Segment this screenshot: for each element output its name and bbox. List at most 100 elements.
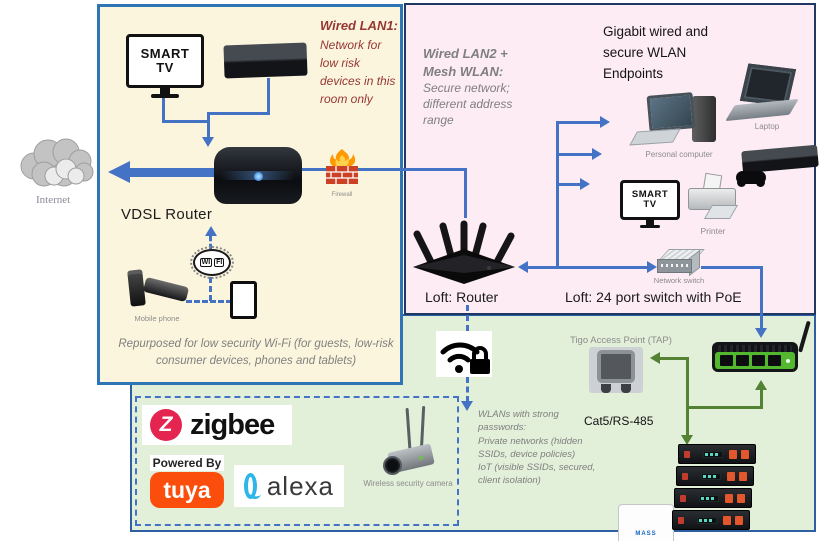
- internet-label: Internet: [36, 194, 71, 206]
- wlan-note: WLANs with strong passwords: Private net…: [478, 409, 596, 487]
- smart-tv-screen: SMART TV: [620, 180, 680, 220]
- wan-arrow-shaft: [128, 168, 214, 177]
- connector: [464, 168, 467, 218]
- arrow-to-loft-router: [518, 261, 528, 273]
- lan2-note: Wired LAN2 + Mesh WLAN: Secure network; …: [423, 45, 531, 129]
- lan2-note-body: Secure network; different address range: [423, 81, 513, 128]
- connector: [162, 120, 210, 123]
- dashed-connector: [209, 277, 212, 301]
- printer-label: Printer: [700, 226, 726, 236]
- security-camera-icon: [383, 405, 445, 478]
- tv-base: [151, 94, 179, 98]
- firewall-label: Firewall: [331, 192, 353, 198]
- wifi-badge-icon: WI FI: [190, 246, 234, 279]
- loft-router-label: Loft: Router: [425, 289, 499, 305]
- connector: [405, 168, 467, 171]
- smart-tv-text: SMART: [631, 189, 669, 201]
- port: [768, 355, 781, 366]
- tuya-logo: Powered By tuya: [150, 455, 224, 508]
- connector: [267, 78, 270, 114]
- smart-tv-text: TV: [156, 60, 174, 75]
- gateway-ports: [715, 352, 795, 369]
- port: [752, 355, 765, 366]
- tap-body: [597, 350, 635, 383]
- tv-base: [640, 225, 660, 228]
- switch-front: [657, 259, 692, 273]
- cat5-label: Cat5/RS-485: [584, 414, 654, 428]
- printer-icon: [688, 172, 739, 224]
- battery-unit: [674, 488, 752, 508]
- gateway-router-icon: [712, 320, 811, 382]
- antenna: [798, 320, 811, 353]
- wifi-badge-fi: FI: [214, 258, 225, 267]
- vdsl-router-label: VDSL Router: [121, 206, 213, 223]
- wifi-badge-wi: WI: [199, 258, 213, 267]
- tap-label: Tigo Access Point (TAP): [570, 335, 672, 346]
- alexa-logo: alexa: [234, 465, 344, 507]
- battery-unit: [678, 444, 756, 464]
- connector-green: [686, 357, 689, 437]
- connector: [556, 121, 602, 124]
- connector: [162, 96, 165, 122]
- alexa-wordmark: alexa: [266, 470, 334, 501]
- alexa-icon: [244, 473, 257, 499]
- camera-label: Wireless security camera: [363, 479, 453, 488]
- arrow-to-tap: [650, 352, 660, 364]
- arrow-to-switch: [647, 261, 657, 273]
- lan1-note-title: Wired LAN1:: [320, 18, 398, 33]
- connector-green: [760, 389, 763, 408]
- arrow-to-iot-wlans: [461, 401, 473, 411]
- tuya-powered-by: Powered By: [150, 455, 224, 471]
- personal-computer-label: Personal computer: [645, 150, 713, 159]
- connector: [760, 266, 763, 329]
- camera-lens: [383, 456, 402, 475]
- network-switch-label: Network switch: [653, 276, 705, 285]
- loft-router-icon: [413, 220, 515, 284]
- lan1-note-body: Network for low risk devices in this roo…: [320, 37, 396, 106]
- arrow-to-gateway: [755, 328, 767, 338]
- tuya-wordmark: tuya: [163, 476, 211, 503]
- connector: [701, 266, 763, 269]
- firewall-icon: Firewall: [322, 149, 362, 198]
- phone-flat: [142, 276, 190, 303]
- loft-switch-label: Loft: 24 port switch with PoE: [565, 289, 742, 305]
- connector: [208, 112, 270, 115]
- network-switch-icon: [657, 249, 705, 277]
- port: [720, 355, 733, 366]
- connector: [527, 266, 649, 269]
- arrow-wifi-up: [205, 226, 217, 236]
- tv-stand: [646, 220, 654, 225]
- zigbee-wordmark: zigbee: [190, 408, 275, 441]
- dashed-connector: [466, 305, 469, 331]
- arrow-to-gateway-up: [755, 380, 767, 390]
- battery-unit: [676, 466, 754, 486]
- connector-green: [659, 357, 688, 360]
- smart-tv-screen: SMART TV: [126, 34, 204, 88]
- battery-unit: [672, 510, 750, 530]
- tv-stand: [160, 88, 170, 94]
- lan2-note-title: Wired LAN2 + Mesh WLAN:: [423, 46, 508, 79]
- tap-foot: [601, 384, 611, 393]
- tablet-icon: [230, 281, 257, 319]
- arrow-to-internet: [108, 161, 130, 183]
- smart-tv-text: SMART: [140, 46, 190, 62]
- zigbee-icon: Z: [150, 409, 182, 441]
- led: [786, 358, 790, 363]
- battery-stack-icon: [672, 444, 756, 534]
- personal-computer-icon: [629, 92, 724, 150]
- connector-green: [686, 406, 763, 409]
- game-controller-icon: [736, 171, 766, 187]
- solar-inverter-icon: MASS: [618, 504, 674, 541]
- laptop-label: Laptop: [754, 122, 780, 131]
- pc-tower: [692, 96, 716, 142]
- smart-tv-text: TV: [643, 199, 657, 210]
- antenna: [405, 407, 412, 451]
- smart-home-box: [135, 396, 459, 526]
- connector: [556, 183, 582, 186]
- lan1-footnote: Repurposed for low security Wi-Fi (for g…: [118, 338, 394, 368]
- mobile-phones-icon: [124, 268, 190, 312]
- endpoints-heading: Gigabit wired and secure WLAN Endpoints: [603, 24, 709, 81]
- arrow-to-vdsl: [202, 137, 214, 147]
- connector: [556, 153, 594, 156]
